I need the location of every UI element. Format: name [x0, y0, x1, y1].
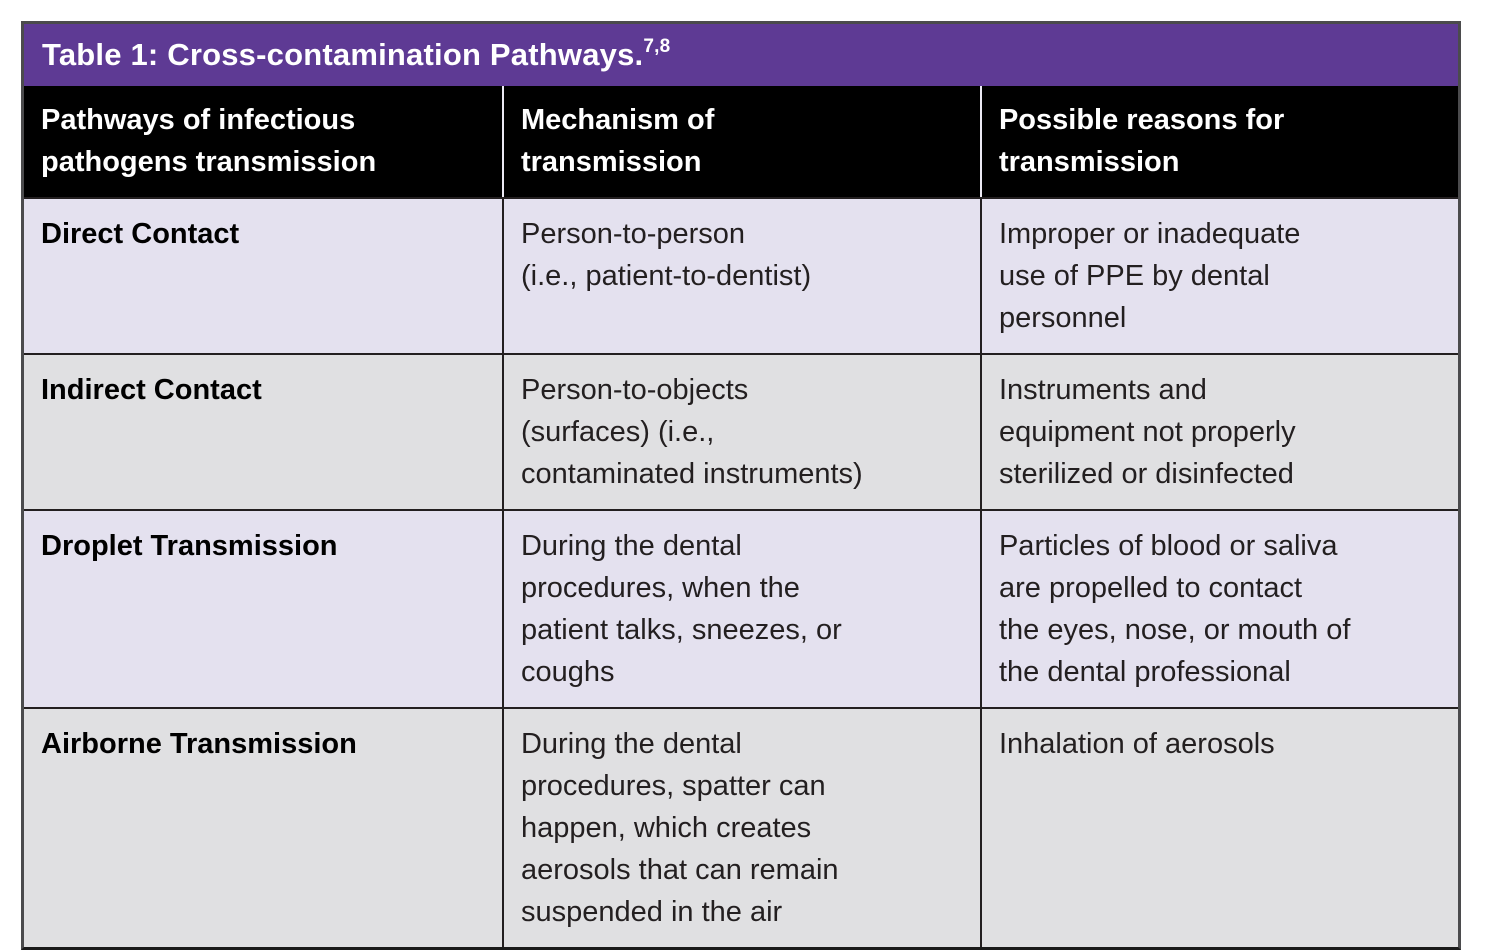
mechanism-cell: During the dental procedures, when the p… [501, 511, 980, 707]
reason-cell: Improper or inadequate use of PPE by den… [979, 199, 1458, 353]
reason-cell: Particles of blood or saliva are propell… [979, 511, 1458, 707]
table-title-superscript: 7,8 [643, 36, 671, 57]
table-row-droplet-transmission: Droplet Transmission During the dental p… [24, 509, 1458, 707]
pathway-cell: Airborne Transmission [41, 728, 357, 760]
mechanism-cell: During the dental procedures, spatter ca… [501, 709, 980, 947]
document-page: Table 1: Cross-contamination Pathways.7,… [21, 21, 1461, 950]
column-header-reasons: Possible reasons for transmission [979, 86, 1458, 197]
mechanism-cell: Person-to-objects (surfaces) (i.e., cont… [501, 355, 980, 509]
table-row-direct-contact: Direct Contact Person-to-person (i.e., p… [24, 197, 1458, 353]
column-header-mechanism: Mechanism of transmission [501, 86, 980, 197]
pathway-cell: Direct Contact [41, 218, 240, 250]
cross-contamination-table: Table 1: Cross-contamination Pathways.7,… [21, 21, 1461, 950]
reason-cell: Inhalation of aerosols [979, 709, 1458, 947]
mechanism-cell: Person-to-person (i.e., patient-to-denti… [501, 199, 980, 353]
table-row-airborne-transmission: Airborne Transmission During the dental … [24, 707, 1458, 947]
pathway-cell: Droplet Transmission [41, 530, 338, 562]
table-title-bar: Table 1: Cross-contamination Pathways.7,… [24, 24, 1458, 86]
pathway-cell: Indirect Contact [41, 374, 262, 406]
reason-cell: Instruments and equipment not properly s… [979, 355, 1458, 509]
table-title: Table 1: Cross-contamination Pathways. [42, 37, 644, 72]
table-row-indirect-contact: Indirect Contact Person-to-objects (surf… [24, 353, 1458, 509]
table-header-row: Pathways of infectious pathogens transmi… [24, 86, 1458, 197]
column-header-pathways: Pathways of infectious pathogens transmi… [41, 104, 377, 178]
